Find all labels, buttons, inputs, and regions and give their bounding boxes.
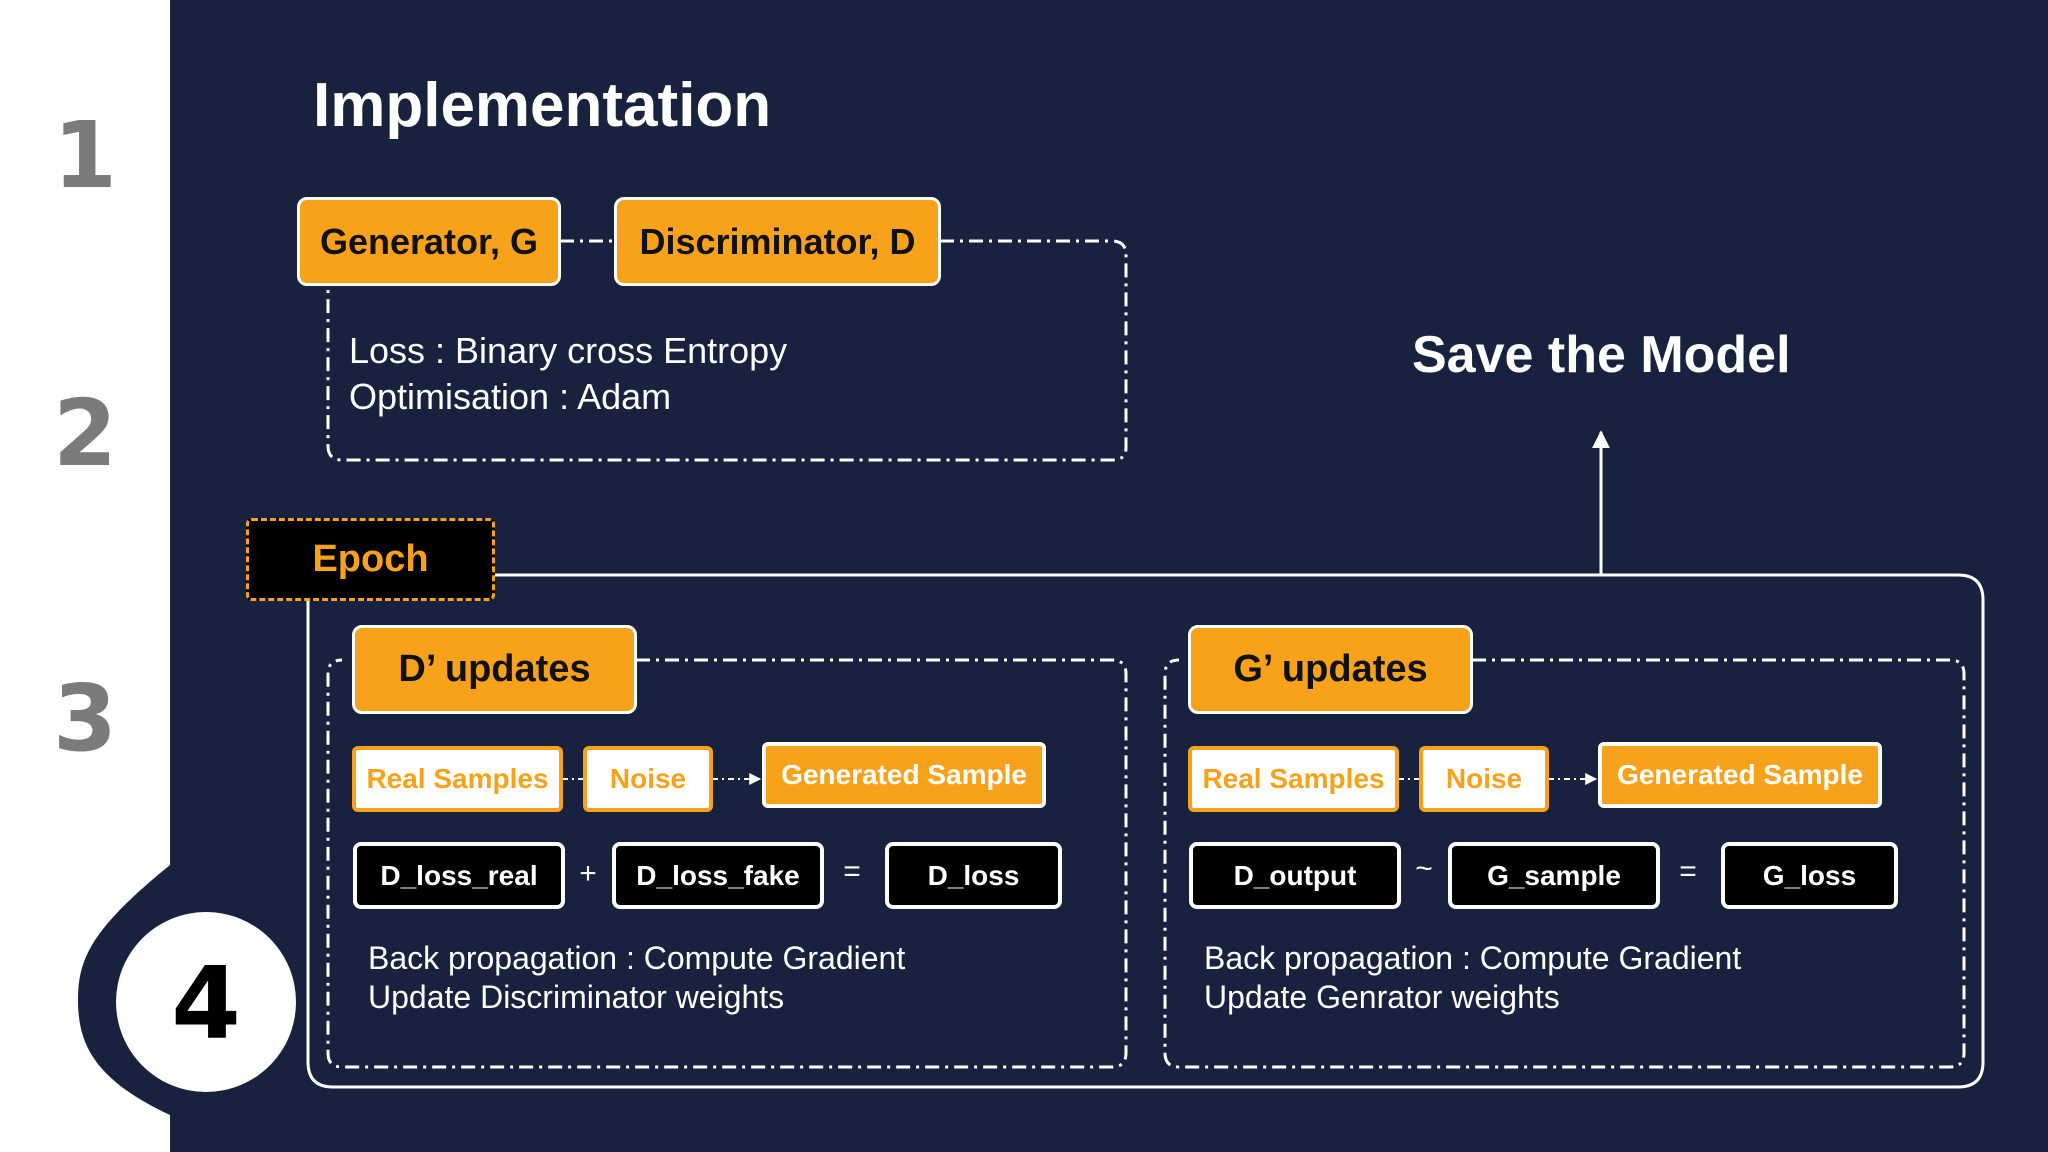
g-update-text: Update Genrator weights bbox=[1204, 979, 1560, 1015]
step-number-2: 2 bbox=[52, 380, 117, 487]
step-number-1: 1 bbox=[52, 102, 117, 209]
step-4-circle bbox=[116, 912, 296, 1092]
d-generated-sample: Generated Sample bbox=[762, 742, 1046, 808]
epoch-box: Epoch bbox=[246, 518, 495, 601]
g-real-samples: Real Samples bbox=[1188, 746, 1399, 812]
g-equals-operator: = bbox=[1679, 855, 1697, 888]
g-sample-box: G_sample bbox=[1448, 842, 1660, 909]
g-generated-sample: Generated Sample bbox=[1598, 742, 1882, 808]
d-updates-header: D’ updates bbox=[352, 625, 637, 714]
d-equals-operator: = bbox=[843, 855, 861, 888]
d-panel-outline bbox=[326, 658, 1128, 1069]
g-noise: Noise bbox=[1419, 746, 1549, 812]
d-backprop-text: Back propagation : Compute Gradient bbox=[368, 940, 906, 976]
d-plus-operator: + bbox=[579, 857, 597, 890]
g-tilde-operator: ~ bbox=[1415, 852, 1433, 885]
optimisation-text: Optimisation : Adam bbox=[349, 376, 672, 417]
save-model-label: Save the Model bbox=[1412, 326, 1791, 384]
discriminator-box: Discriminator, D bbox=[614, 197, 941, 286]
step-number-4: 4 bbox=[171, 945, 241, 1062]
generator-box: Generator, G bbox=[297, 197, 561, 286]
d-loss-fake-box: D_loss_fake bbox=[612, 842, 824, 909]
page-title: Implementation bbox=[313, 71, 772, 140]
g-panel-outline bbox=[1163, 658, 1966, 1069]
epoch-outline bbox=[306, 573, 1985, 1089]
loss-text: Loss : Binary cross Entropy bbox=[349, 330, 788, 371]
g-backprop-text: Back propagation : Compute Gradient bbox=[1204, 940, 1742, 976]
loss-bracket bbox=[326, 239, 1128, 462]
d-loss-box: D_loss bbox=[885, 842, 1062, 909]
d-update-text: Update Discriminator weights bbox=[368, 979, 785, 1015]
d-noise: Noise bbox=[583, 746, 713, 812]
d-loss-real-box: D_loss_real bbox=[353, 842, 565, 909]
g-updates-header: G’ updates bbox=[1188, 625, 1473, 714]
step-number-3: 3 bbox=[52, 665, 117, 772]
g-loss-box: G_loss bbox=[1721, 842, 1898, 909]
g-d-output-box: D_output bbox=[1189, 842, 1401, 909]
d-real-samples: Real Samples bbox=[352, 746, 563, 812]
